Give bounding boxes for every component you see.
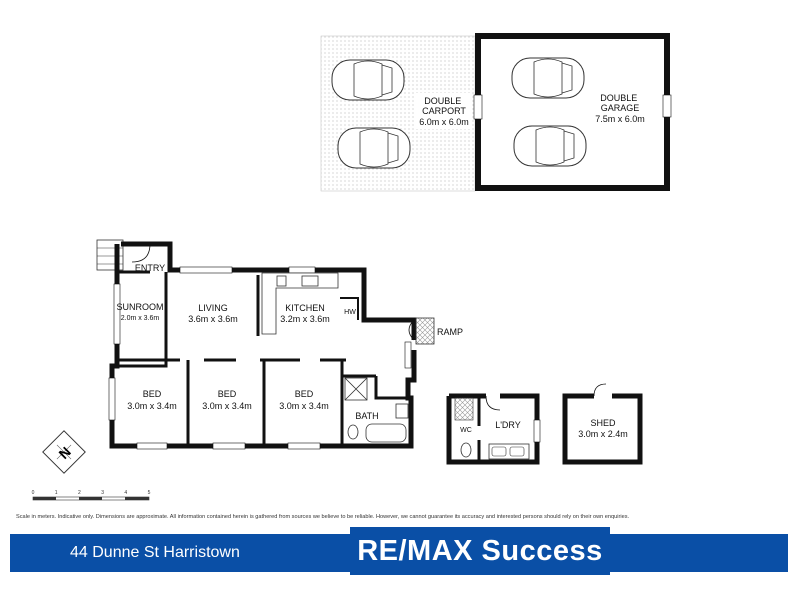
kitchen-label: KITCHEN xyxy=(285,303,325,313)
living-dims: 3.6m x 3.6m xyxy=(188,314,238,324)
garage: DOUBLE GARAGE 7.5m x 6.0m xyxy=(473,33,672,191)
bathroom-fixtures xyxy=(344,377,409,443)
car-icon xyxy=(337,127,411,169)
bed3-dims: 3.0m x 3.4m xyxy=(279,401,329,411)
ramp-label: RAMP xyxy=(437,327,463,337)
entry-label: ENTRY xyxy=(135,263,165,273)
bath-label: BATH xyxy=(355,411,378,421)
car-icon xyxy=(511,57,585,99)
sunroom-label: SUNROOM xyxy=(117,302,164,312)
garage-dims: 7.5m x 6.0m xyxy=(595,114,645,124)
brand-name: RE/MAX Success xyxy=(357,534,603,567)
kitchen-bench xyxy=(261,272,339,335)
car-icon xyxy=(331,59,405,101)
bed1-dims: 3.0m x 3.4m xyxy=(127,401,177,411)
bed2-dims: 3.0m x 3.4m xyxy=(202,401,252,411)
bed1-label: BED xyxy=(143,389,162,399)
shed xyxy=(562,383,643,465)
north-compass xyxy=(42,430,86,474)
scale-tick-label: 4 xyxy=(124,490,127,496)
living-label: LIVING xyxy=(198,303,228,313)
scale-tick-label: 5 xyxy=(148,490,151,496)
garage-name: DOUBLE GARAGE xyxy=(600,93,640,113)
brand-logo: RE/MAX Success xyxy=(350,527,610,575)
bed3-label: BED xyxy=(295,389,314,399)
shed-label: SHED xyxy=(590,418,616,428)
carport: DOUBLE CARPORT 6.0m x 6.0m xyxy=(320,35,476,192)
ramp xyxy=(415,317,435,345)
scale-tick-label: 2 xyxy=(78,490,81,496)
shed-dims: 3.0m x 2.4m xyxy=(578,429,628,439)
laundry-label: L'DRY xyxy=(495,420,521,430)
car-icon xyxy=(513,125,587,167)
address-bar: 44 Dunne St Harristown xyxy=(10,534,350,572)
scale-tick-label: 3 xyxy=(101,490,104,496)
scale-tick-label: 0 xyxy=(32,490,35,496)
bed2-label: BED xyxy=(218,389,237,399)
kitchen-dims: 3.2m x 3.6m xyxy=(280,314,330,324)
carport-dims: 6.0m x 6.0m xyxy=(419,117,469,127)
brand-bar-extension xyxy=(610,534,788,572)
scale-tick-label: 1 xyxy=(55,490,58,496)
disclaimer-text: Scale in meters. Indicative only. Dimens… xyxy=(16,514,630,520)
main-house xyxy=(96,239,417,450)
wc-label: WC xyxy=(460,427,472,434)
laundry-building xyxy=(446,393,541,465)
property-address: 44 Dunne St Harristown xyxy=(70,544,240,561)
hw-label: HW xyxy=(344,309,356,316)
carport-name: DOUBLE CARPORT xyxy=(422,96,466,116)
sunroom-dims: 2.0m x 3.6m xyxy=(121,315,160,322)
scale-bar xyxy=(32,496,150,501)
